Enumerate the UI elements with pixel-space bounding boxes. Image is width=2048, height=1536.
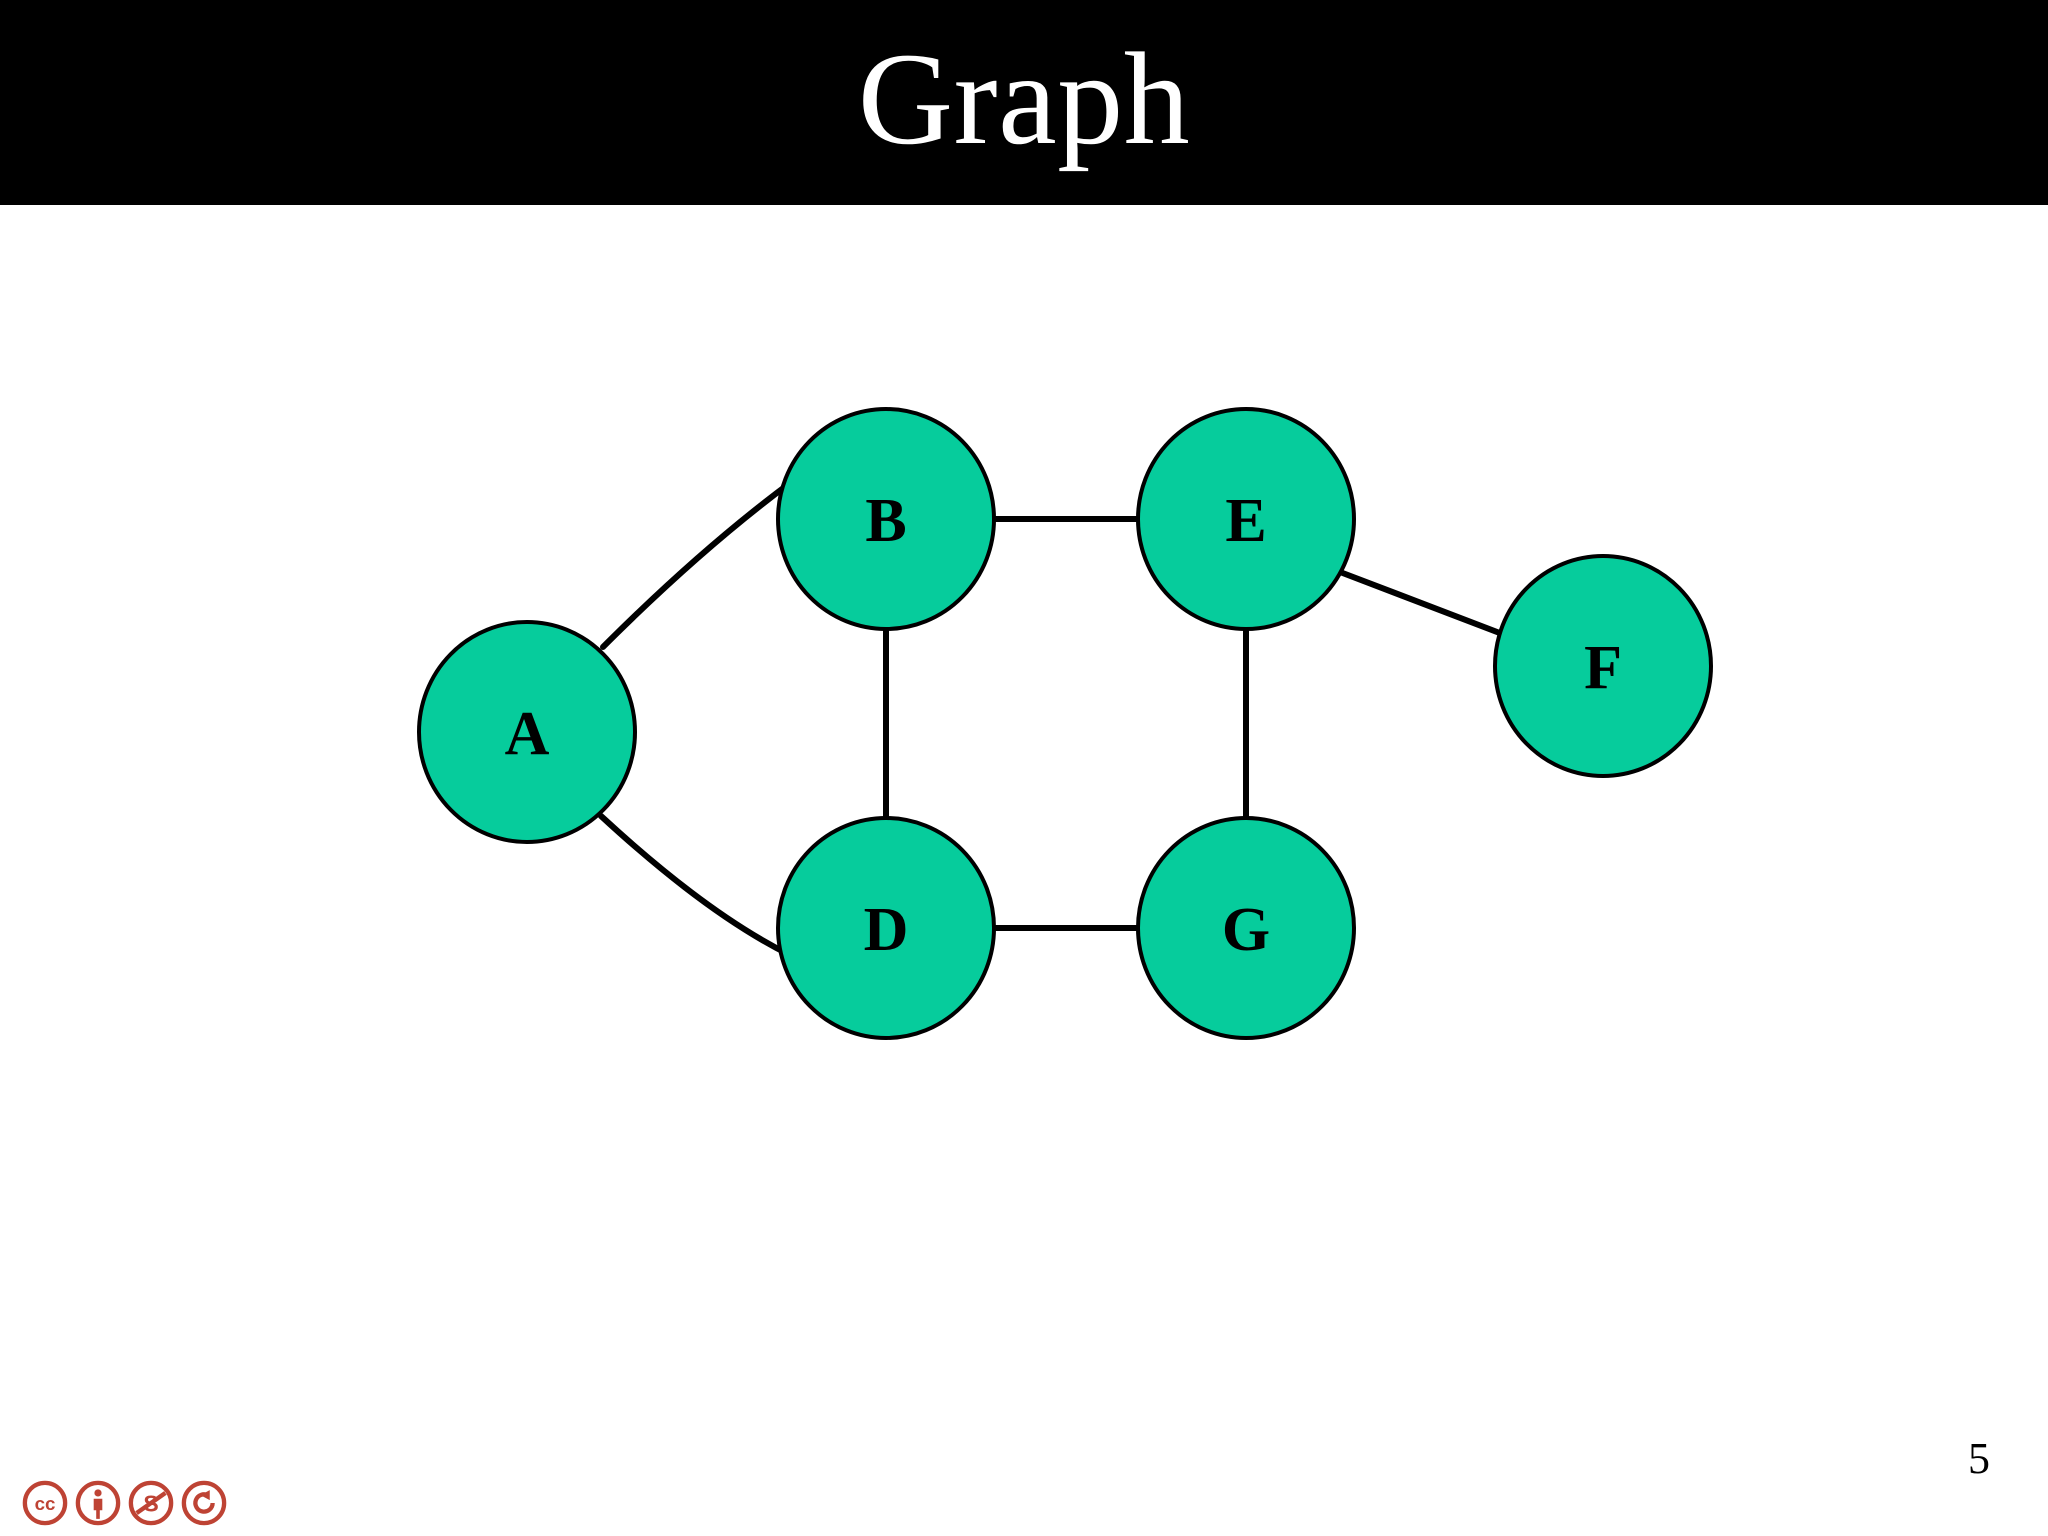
license-badge-group[interactable]: cc S — [22, 1480, 227, 1526]
cc-by-icon[interactable] — [75, 1480, 121, 1526]
edge-a-d — [598, 813, 791, 957]
node-label-e: E — [1225, 487, 1266, 555]
node-circle-e — [1136, 407, 1356, 631]
page-number: 5 — [1968, 1434, 1990, 1483]
node-circle-b — [776, 407, 996, 631]
cc-icon[interactable]: cc — [22, 1480, 68, 1526]
node-label-a: A — [505, 700, 550, 768]
cc-sa-icon[interactable] — [181, 1480, 227, 1526]
graph-nodes: A B E F D — [417, 407, 1713, 1040]
node-label-b: B — [865, 487, 906, 555]
node-label-f: F — [1584, 634, 1622, 702]
graph-edges — [598, 480, 1508, 957]
graph-node-e[interactable]: E — [1136, 407, 1356, 631]
node-circle-d — [776, 816, 996, 1040]
graph-figure: A B E F D — [0, 205, 2048, 1536]
svg-text:cc: cc — [35, 1493, 56, 1514]
edge-a-b — [600, 480, 793, 650]
node-circle-a — [417, 620, 637, 844]
node-label-g: G — [1222, 896, 1270, 964]
graph-node-b[interactable]: B — [776, 407, 996, 631]
page-title: Graph — [857, 24, 1191, 172]
cc-nc-icon[interactable]: S — [128, 1480, 174, 1526]
graph-node-d[interactable]: D — [776, 816, 996, 1040]
graph-node-a[interactable]: A — [417, 620, 637, 844]
graph-svg: A B E F D — [417, 407, 1713, 1040]
title-bar: Graph — [0, 0, 2048, 205]
node-label-d: D — [864, 896, 909, 964]
edge-e-f — [1337, 569, 1508, 638]
graph-node-g[interactable]: G — [1136, 816, 1356, 1040]
node-circle-f — [1493, 554, 1713, 778]
node-circle-g — [1136, 816, 1356, 1040]
graph-node-f[interactable]: F — [1493, 554, 1713, 778]
